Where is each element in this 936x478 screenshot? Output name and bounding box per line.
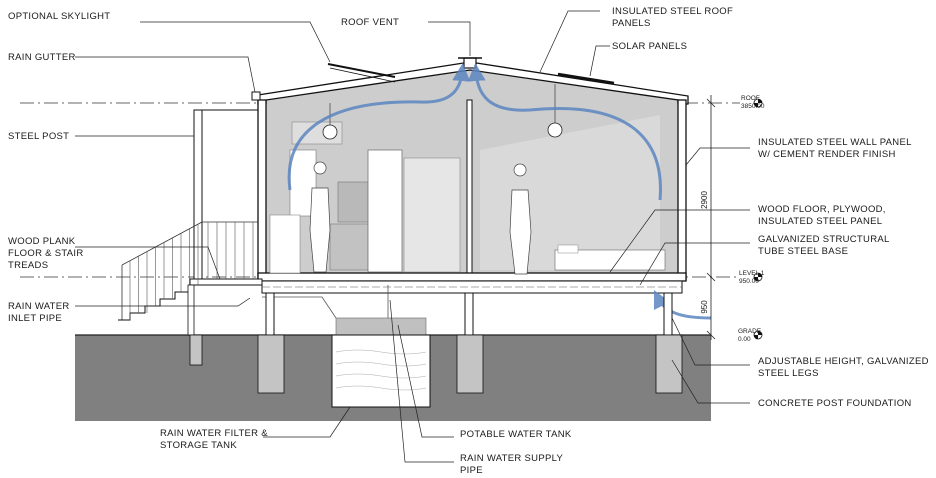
potable-water-tank: [335, 317, 427, 336]
label-adjustable-legs-line2: STEEL LEGS: [758, 368, 819, 379]
label-supply-pipe-line2: PIPE: [460, 465, 483, 476]
skylight: [327, 63, 396, 78]
steel-leg-2: [464, 292, 474, 336]
interior-door: [403, 157, 461, 273]
label-wood-floor-line2: INSULATED STEEL PANEL: [758, 216, 882, 227]
label-roof-vent: ROOF VENT: [341, 17, 399, 28]
label-rain-water-inlet-line1: RAIN WATER: [8, 301, 70, 312]
steel-leg-3: [663, 292, 673, 336]
label-supply-pipe-line1: RAIN WATER SUPPLY: [460, 453, 563, 464]
label-wood-plank-line2: FLOOR & STAIR: [8, 248, 84, 259]
label-wood-floor-line1: WOOD FLOOR, PLYWOOD,: [758, 204, 886, 215]
storage-tank: [331, 334, 431, 408]
roof-level-name: ROOF: [741, 95, 760, 102]
pendant-light-left: [322, 124, 338, 140]
base-cabinet: [329, 223, 369, 271]
level1-name: LEVEL 1: [739, 270, 765, 277]
label-potable-tank: POTABLE WATER TANK: [460, 429, 572, 440]
concrete-post-2: [456, 334, 484, 394]
kitchen-cabinet: [289, 149, 317, 217]
roof-level-marker: ROOF 3850.00: [741, 95, 765, 110]
grade-level-name: GRADE: [738, 328, 762, 335]
pendant-light-right: [547, 122, 563, 138]
bed: [554, 249, 666, 271]
airflow-left: [287, 63, 471, 191]
label-steel-post: STEEL POST: [8, 131, 69, 142]
floor-slab: [257, 272, 687, 282]
level1-value: 950.00: [739, 278, 759, 285]
roof-level-value: 3850.00: [741, 103, 765, 110]
dim-tick-level1: [706, 272, 716, 282]
deck-leg: [187, 284, 195, 336]
water-lines: [335, 349, 427, 391]
stair-treads: [118, 285, 191, 321]
dimension-lower: 950: [700, 300, 709, 314]
concrete-post-3: [655, 334, 683, 394]
counter: [337, 181, 369, 223]
label-insulated-roof-line1: INSULATED STEEL ROOF: [612, 6, 733, 17]
label-galv-base-line1: GALVANIZED STRUCTURAL: [758, 234, 890, 245]
steel-leg-1: [265, 292, 275, 336]
stair-rail: [121, 221, 203, 266]
grade-level-marker: GRADE 0.00: [738, 328, 763, 343]
label-insulated-wall-line1: INSULATED STEEL WALL PANEL: [758, 137, 912, 148]
solar-panels: [557, 72, 615, 85]
label-wood-plank-line1: WOOD PLANK: [8, 236, 76, 247]
label-adjustable-legs-line1: ADJUSTABLE HEIGHT, GALVANIZED: [758, 356, 929, 367]
deck-floor: [189, 278, 263, 286]
rain-gutter: [251, 91, 261, 101]
label-optional-skylight: OPTIONAL SKYLIGHT: [8, 11, 110, 22]
label-galv-base-line2: TUBE STEEL BASE: [758, 246, 848, 257]
dimension-upper: 2900: [700, 191, 709, 209]
person-left: [309, 161, 331, 273]
partition-wall: [466, 99, 473, 277]
leader-lines: [75, 10, 750, 463]
grade-level-value: 0.00: [738, 336, 751, 343]
label-insulated-roof-line2: PANELS: [612, 18, 651, 29]
person-right: [509, 163, 532, 275]
label-solar-panels: SOLAR PANELS: [612, 41, 687, 52]
dim-tick-grade: [706, 330, 716, 340]
right-wall: [677, 99, 687, 281]
label-rain-gutter: RAIN GUTTER: [8, 52, 76, 63]
pillow: [557, 244, 579, 254]
refrigerator: [367, 149, 403, 273]
concrete-post-1: [257, 334, 285, 394]
balusters: [129, 222, 254, 320]
window-frame: [269, 214, 301, 274]
label-wood-plank-line3: TREADS: [8, 260, 48, 271]
label-concrete-post: CONCRETE POST FOUNDATION: [758, 398, 912, 409]
left-wall: [257, 99, 267, 281]
level1-marker: LEVEL 1 950.00: [739, 270, 765, 285]
label-insulated-wall-line2: W/ CEMENT RENDER FINISH: [758, 149, 896, 160]
label-filter-tank-line2: STORAGE TANK: [160, 440, 237, 451]
airflow-inlet: [653, 289, 712, 320]
dim-tick-roof: [706, 98, 716, 108]
concrete-post-deck: [189, 334, 203, 366]
roof-vent: [463, 57, 477, 69]
skylight-frame: [329, 67, 396, 83]
airflow-right: [467, 63, 662, 201]
inlet-pipe: [262, 296, 337, 319]
label-rain-water-inlet-line2: INLET PIPE: [8, 313, 62, 324]
label-filter-tank-line1: RAIN WATER FILTER &: [160, 428, 268, 439]
